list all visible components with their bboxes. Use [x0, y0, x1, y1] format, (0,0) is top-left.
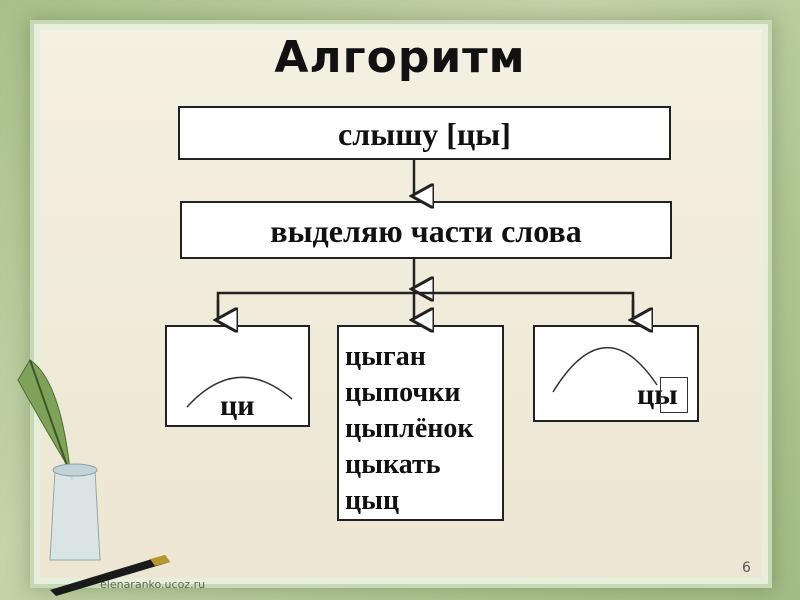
list-item: цыц — [345, 485, 400, 516]
list-item: цыган — [345, 341, 426, 372]
root-arc-icon — [552, 346, 658, 393]
step-parts-text: выделяю части слова — [270, 213, 582, 249]
ending-marker-icon — [660, 377, 688, 413]
step-hear-box: слышу [цы] — [178, 106, 671, 160]
branch-ci-box: ци — [165, 325, 310, 427]
slide-title: Алгоритм — [274, 32, 526, 83]
branch-cy-box: цы — [533, 325, 699, 422]
list-item: цыплёнок — [345, 413, 474, 444]
list-item: цыпочки — [345, 377, 461, 408]
branch-cy-label: цы — [637, 378, 678, 411]
page-number: 6 — [742, 560, 751, 576]
exception-word-list: цыган цыпочки цыплёнок цыкать цыц — [345, 339, 474, 519]
step-hear-text: слышу [цы] — [338, 116, 511, 152]
list-item: цыкать — [345, 449, 441, 480]
branch-ci-label: ци — [220, 389, 255, 422]
step-parts-box: выделяю части слова — [180, 201, 672, 259]
branch-words-box: цыган цыпочки цыплёнок цыкать цыц — [337, 325, 504, 521]
source-site-text: elenaranko.ucoz.ru — [100, 578, 206, 591]
root-arc-icon — [186, 376, 293, 408]
